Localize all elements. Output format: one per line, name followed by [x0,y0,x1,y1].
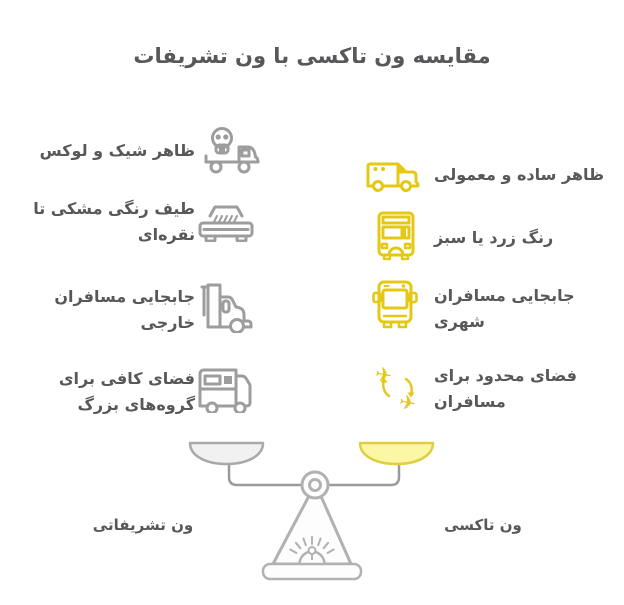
right-pan-label: ون تاکسی [444,516,522,534]
svg-text:✈: ✈ [397,389,418,412]
scale-pivot-hole [308,478,322,492]
left-item-label: فضای کافی برای گروه‌های بزرگ [58,369,195,414]
left-item-label: ظاهر شیک و لوکس [39,141,195,160]
svg-text:✈: ✈ [373,362,394,388]
gauge-ticks [289,536,335,554]
right-scale-pan [358,441,435,466]
plane-transfer-icon: ✈ ✈ [373,362,423,412]
bus-front-icon [377,211,415,261]
right-item-label: فضای محدود برای مسافران [434,366,577,411]
left-item-label: طیف رنگی مشکی تا نقره‌ای [33,199,195,244]
page-title: مقایسه ون تاکسی با ون تشریفات [133,44,491,68]
left-scale-pan [188,441,265,466]
right-pan-rod [315,462,401,487]
left-item-label: جابجایی مسافران خارجی [54,287,195,332]
city-bus-icon [372,280,418,330]
sedan-car-icon [198,202,254,242]
gauge-needle-tip [307,546,317,555]
balance-scale [188,441,435,581]
right-item-label: ظاهر ساده و معمولی [434,165,605,184]
right-item-label: رنگ زرد یا سبز [434,228,554,247]
camper-van-icon [198,366,252,413]
right-item-label: جابجایی مسافران شهری [434,286,575,331]
skull-truck-icon [203,126,261,183]
left-pan-rod [227,462,315,487]
scale-pedestal [261,562,363,581]
left-pan-label: ون تشریفاتی [92,516,194,534]
delivery-van-icon [366,158,420,194]
semi-truck-icon [200,281,255,333]
